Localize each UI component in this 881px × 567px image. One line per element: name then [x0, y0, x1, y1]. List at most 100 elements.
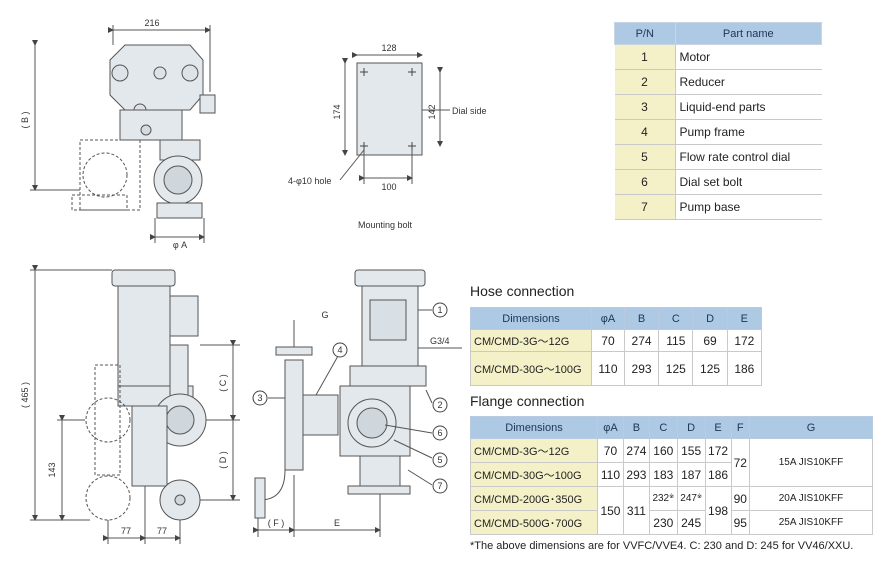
hole-label: 4-φ10 hole — [288, 176, 332, 186]
cell-g: 25A JIS10KFF — [749, 510, 873, 535]
cell-g: 15A JIS10KFF — [749, 438, 873, 487]
flange-header-a: φA — [597, 416, 624, 439]
model-cell: CM/CMD-500G･700G — [470, 510, 598, 535]
callout-2: 2 — [437, 400, 442, 410]
cell-a: 70 — [597, 438, 624, 463]
cell-c-value: 232 — [652, 493, 670, 504]
cell-g: 20A JIS10KFF — [749, 486, 873, 511]
dim-128: 128 — [381, 43, 396, 53]
cell-a: 110 — [597, 462, 624, 487]
part-name: Flow rate control dial — [675, 144, 822, 170]
dim-phi-a: φ A — [173, 240, 187, 250]
cell-b: 274 — [622, 438, 650, 463]
part-name: Dial set bolt — [675, 169, 822, 195]
table-row: CM/CMD-500G･700G 230 245 95 25A JIS10KFF — [470, 510, 873, 535]
cell-d: 125 — [692, 351, 728, 386]
cell-b: 311 — [622, 486, 650, 535]
cell-a: 70 — [591, 329, 625, 352]
flange-header-d: D — [676, 416, 706, 439]
cell-d: 245 — [676, 510, 706, 535]
cell-d: 69 — [692, 329, 728, 352]
part-number: 1 — [614, 44, 676, 70]
flange-header-c: C — [648, 416, 678, 439]
cell-d: 187 — [676, 462, 706, 487]
hose-header-dimensions: Dimensions — [470, 307, 592, 330]
part-name: Reducer — [675, 69, 822, 95]
parts-header-pn: P/N — [614, 22, 676, 45]
mounting-bolt-drawing — [339, 52, 450, 184]
dim-100: 100 — [381, 182, 396, 192]
part-number: 3 — [614, 94, 676, 120]
part-name: Liquid-end parts — [675, 94, 822, 120]
dim-77-left: 77 — [121, 526, 131, 536]
cell-d: 247※ — [676, 486, 706, 511]
part-number: 2 — [614, 69, 676, 95]
callout-3: 3 — [257, 393, 262, 403]
cell-c: 160 — [648, 438, 678, 463]
part-number: 7 — [614, 194, 676, 220]
part-number: 4 — [614, 119, 676, 145]
table-row: CM/CMD-200G･350G 150 311 232※ 247※ 198 9… — [470, 486, 873, 535]
dim-d: ( D ) — [218, 451, 228, 469]
flange-header-g: G — [749, 416, 873, 439]
dim-f: ( F ) — [268, 518, 285, 528]
cell-e: 198 — [704, 486, 732, 535]
cell-f: 95 — [730, 510, 750, 535]
flange-connection-table: Dimensions φA B C D E F G CM/CMD-3G～12G … — [470, 416, 873, 535]
callout-5: 5 — [437, 455, 442, 465]
cell-e: 172 — [704, 438, 732, 463]
hose-title: Hose connection — [470, 283, 575, 299]
flange-header-f: F — [730, 416, 750, 439]
model-cell: CM/CMD-3G～12G — [470, 438, 598, 463]
model-cell: CM/CMD-30G～100G — [470, 462, 598, 487]
cell-a: 110 — [591, 351, 625, 386]
table-row: CM/CMD-3G～12G 70 274 115 69 172 — [470, 329, 763, 352]
table-row: CM/CMD-30G～100G 110 293 183 187 186 — [470, 462, 873, 487]
footnote: *The above dimensions are for VVFC/VVE4.… — [470, 540, 854, 552]
hose-header-c: C — [658, 307, 694, 330]
dim-142: 142 — [427, 104, 437, 119]
side-view-pump — [253, 269, 462, 537]
cell-e: 186 — [726, 351, 763, 386]
part-name: Pump frame — [675, 119, 822, 145]
dim-e: E — [334, 518, 340, 528]
dim-143: 143 — [47, 462, 57, 477]
dim-216: 216 — [144, 18, 159, 28]
model-cell: CM/CMD-3G～12G — [470, 329, 592, 352]
callout-7: 7 — [437, 481, 442, 491]
top-view-pump — [30, 25, 216, 243]
part-name: Pump base — [675, 194, 822, 220]
cell-f: 72 — [730, 438, 750, 487]
dim-465: ( 465 ) — [20, 382, 30, 408]
cell-f: 90 — [730, 486, 750, 511]
cell-c: 230 — [648, 510, 678, 535]
dim-b: ( B ) — [20, 111, 30, 128]
hose-header-a: φA — [591, 307, 625, 330]
cell-d: 155 — [676, 438, 706, 463]
part-number: 5 — [614, 144, 676, 170]
cell-e: 186 — [704, 462, 732, 487]
callout-6: 6 — [437, 428, 442, 438]
cell-b: 293 — [622, 462, 650, 487]
hose-header-e: E — [726, 307, 763, 330]
dim-77-right: 77 — [157, 526, 167, 536]
footnote-mark: ※ — [669, 494, 675, 500]
model-cell: CM/CMD-200G･350G — [470, 486, 598, 511]
dim-174: 174 — [332, 104, 342, 119]
dial-side-label: Dial side — [452, 106, 487, 116]
parts-header-name: Part name — [674, 22, 822, 45]
flange-header-b: B — [622, 416, 650, 439]
footnote-mark: ※ — [696, 494, 702, 500]
cell-e: 172 — [726, 329, 763, 352]
model-cell: CM/CMD-30G～100G — [470, 351, 592, 386]
hose-header-d: D — [692, 307, 728, 330]
